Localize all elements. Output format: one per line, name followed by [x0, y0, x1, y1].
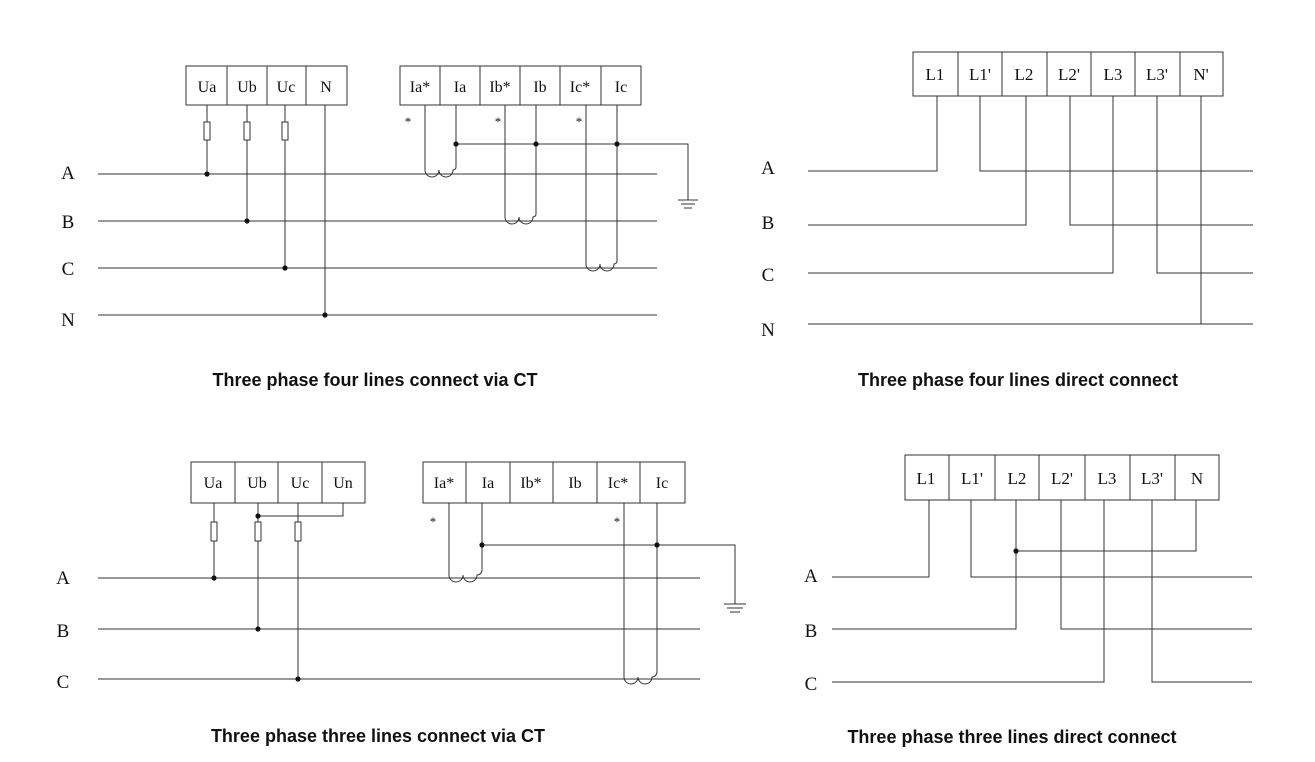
- terminal-ic: Ic: [615, 79, 627, 96]
- four-ct-fuses: [203, 121, 289, 141]
- line-label-n: N: [761, 320, 775, 341]
- line-label-b: B: [57, 621, 70, 642]
- terminal-ib: Ib: [568, 475, 581, 492]
- terminal-ia: Ia: [454, 79, 466, 96]
- terminal-uc: Uc: [291, 475, 310, 492]
- terminal-uc: Uc: [277, 79, 296, 96]
- fuse-ub: [254, 521, 262, 542]
- diagram-three-lines-direct: L1 L1' L2 L2' L3 L3' N A B C Three phase…: [804, 454, 1252, 747]
- terminal-ic-star: Ic*: [570, 79, 590, 96]
- caption-four-lines-direct: Three phase four lines direct connect: [858, 370, 1178, 390]
- terminal-n-prime: N': [1193, 65, 1208, 84]
- polarity-mark: *: [614, 514, 621, 529]
- terminal-l1-prime: L1': [961, 469, 983, 488]
- polarity-mark: *: [430, 514, 437, 529]
- caption-four-lines-ct: Three phase four lines connect via CT: [212, 370, 537, 390]
- line-label-c: C: [762, 265, 775, 286]
- line-label-b: B: [762, 213, 775, 234]
- four-ct-wires: [98, 105, 698, 316]
- line-label-n: N: [61, 310, 75, 331]
- fuse-uc: [294, 521, 302, 542]
- line-label-b: B: [805, 621, 818, 642]
- fuse-ua: [203, 121, 211, 141]
- three-direct-terminal-block: L1 L1' L2 L2' L3 L3' N: [904, 454, 1220, 501]
- terminal-ia: Ia: [482, 475, 494, 492]
- line-label-b: B: [62, 212, 75, 233]
- terminal-l2-prime: L2': [1058, 65, 1080, 84]
- line-label-a: A: [56, 568, 70, 589]
- terminal-un: Un: [333, 475, 353, 492]
- three-ct-polarity-marks: * *: [430, 514, 621, 529]
- terminal-ua: Ua: [204, 475, 223, 492]
- caption-three-lines-ct: Three phase three lines connect via CT: [211, 726, 545, 746]
- three-ct-junctions: [211, 513, 660, 682]
- fuse-ua: [210, 521, 218, 542]
- terminal-l2-prime: L2': [1051, 469, 1073, 488]
- four-ct-junctions: [204, 141, 620, 318]
- terminal-n: N: [1191, 469, 1203, 488]
- three-ct-current-terminal-block: Ia* Ia Ib* Ib Ic* Ic: [422, 461, 686, 504]
- four-direct-line-labels: A B C N: [761, 158, 775, 341]
- terminal-ic-star: Ic*: [608, 475, 628, 492]
- terminal-l3: L3: [1098, 469, 1117, 488]
- terminal-ub: Ub: [247, 475, 267, 492]
- polarity-mark: *: [405, 114, 412, 129]
- four-ct-current-terminal-block: Ia* Ia Ib* Ib Ic* Ic: [399, 65, 642, 106]
- three-ct-wires: [98, 503, 746, 685]
- terminal-ia-star: Ia*: [410, 79, 430, 96]
- terminal-l3-prime: L3': [1141, 469, 1163, 488]
- caption-three-lines-direct: Three phase three lines direct connect: [847, 727, 1176, 747]
- terminal-l3-prime: L3': [1146, 65, 1168, 84]
- terminal-n: N: [320, 79, 332, 96]
- line-label-a: A: [61, 163, 75, 184]
- line-label-c: C: [62, 259, 75, 280]
- terminal-ia-star: Ia*: [434, 475, 454, 492]
- line-label-a: A: [804, 566, 818, 587]
- terminal-l1-prime: L1': [969, 65, 991, 84]
- four-direct-wires: [808, 96, 1253, 325]
- four-direct-terminal-block: L1 L1' L2 L2' L3 L3' N': [912, 51, 1224, 97]
- polarity-mark: *: [576, 114, 583, 129]
- line-label-c: C: [57, 672, 70, 693]
- terminal-l2: L2: [1008, 469, 1027, 488]
- terminal-l2: L2: [1015, 65, 1034, 84]
- three-direct-line-labels: A B C: [804, 566, 818, 695]
- four-ct-line-labels: A B C N: [61, 163, 75, 331]
- terminal-ua: Ua: [198, 79, 217, 96]
- three-ct-fuses: [210, 521, 302, 542]
- line-label-c: C: [805, 674, 818, 695]
- diagram-three-lines-ct: Ua Ub Uc Un Ia* Ia Ib* Ib Ic* Ic * * A B…: [56, 461, 746, 746]
- fuse-ub: [243, 121, 251, 141]
- terminal-l1: L1: [917, 469, 936, 488]
- terminal-ib-star: Ib*: [520, 475, 541, 492]
- polarity-mark: *: [495, 114, 502, 129]
- terminal-ub: Ub: [237, 79, 257, 96]
- three-direct-wires: [832, 500, 1252, 683]
- diagram-four-lines-ct: Ua Ub Uc N Ia* Ia Ib* Ib Ic* Ic * * * A …: [61, 65, 698, 390]
- terminal-ib: Ib: [533, 79, 546, 96]
- terminal-ic: Ic: [656, 475, 668, 492]
- fuse-uc: [281, 121, 289, 141]
- line-label-a: A: [761, 158, 775, 179]
- terminal-l1: L1: [926, 65, 945, 84]
- terminal-ib-star: Ib*: [489, 79, 510, 96]
- three-ct-voltage-terminal-block: Ua Ub Uc Un: [190, 461, 366, 504]
- diagram-four-lines-direct: L1 L1' L2 L2' L3 L3' N' A B C N Three ph…: [761, 51, 1253, 390]
- terminal-l3: L3: [1104, 65, 1123, 84]
- three-direct-junctions: [1013, 548, 1019, 554]
- four-ct-voltage-terminal-block: Ua Ub Uc N: [185, 65, 348, 106]
- three-ct-line-labels: A B C: [56, 568, 70, 693]
- four-ct-polarity-marks: * * *: [405, 114, 583, 129]
